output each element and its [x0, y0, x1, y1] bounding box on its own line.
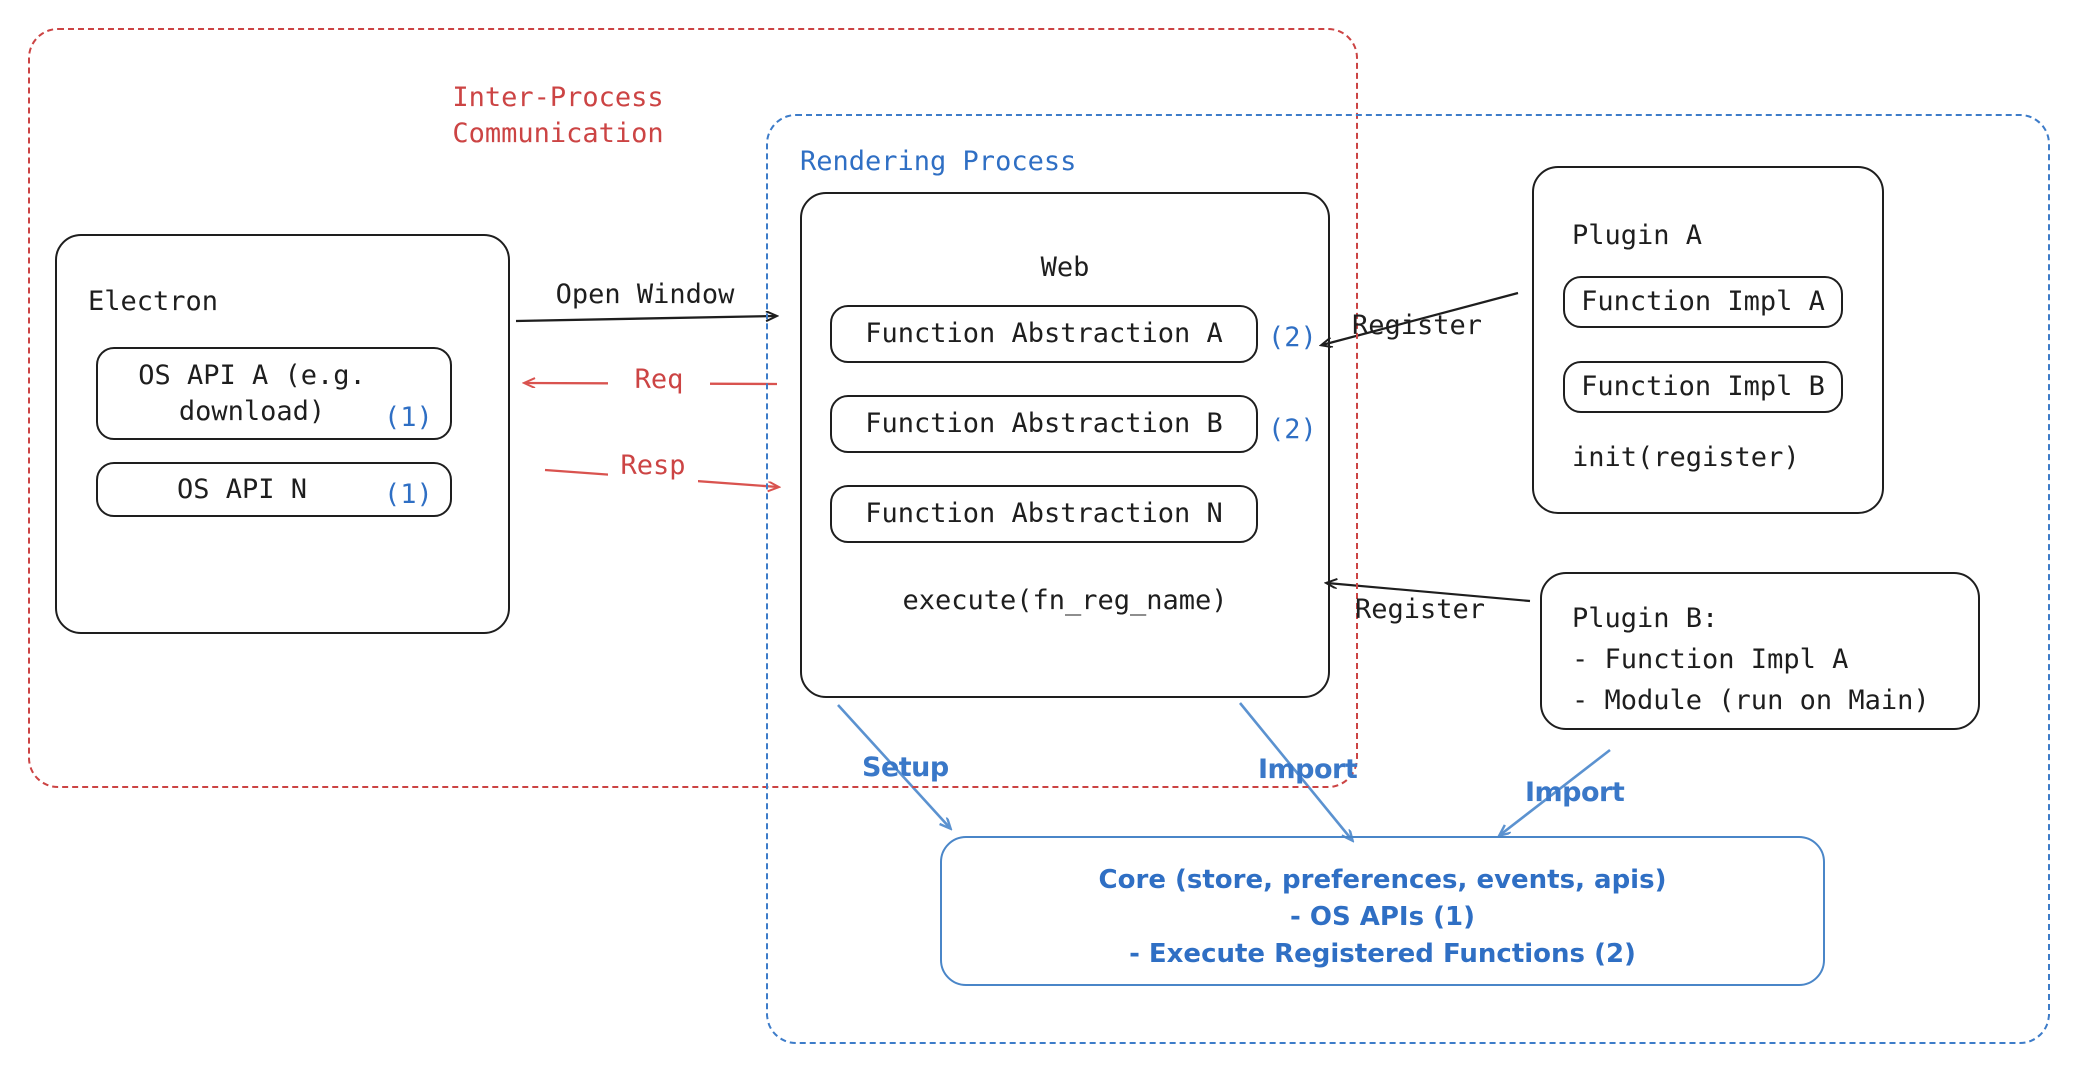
web-box[interactable]	[800, 192, 1330, 698]
os-api-n-label: OS API N	[176, 473, 308, 505]
rendering-process-label: Rendering Process	[800, 146, 1077, 177]
edge-label-import-web: Import	[1258, 754, 1358, 785]
function-abstraction-b-label: Function Abstraction B	[865, 408, 1223, 440]
plugin-b-lines: Plugin B: - Function Impl A - Module (ru…	[1572, 603, 1930, 717]
edge-label-resp: Resp	[608, 448, 698, 484]
ipc-container	[28, 28, 1358, 788]
web-footer: execute(fn_reg_name)	[902, 585, 1228, 616]
function-abstraction-b-tag: (2)	[1268, 414, 1317, 445]
edge-label-setup: Setup	[862, 752, 949, 783]
function-impl-b-box[interactable]: Function Impl B	[1563, 361, 1843, 413]
web-title: Web	[1040, 252, 1090, 283]
function-impl-a-label: Function Impl A	[1581, 286, 1825, 318]
core-lines: Core (store, preferences, events, apis) …	[1098, 865, 1667, 969]
edge-label-register-b: Register	[1355, 594, 1486, 625]
os-api-a-label: OS API A (e.g. download)	[138, 359, 366, 427]
function-abstraction-n-label: Function Abstraction N	[865, 498, 1223, 530]
edge-label-register-a: Register	[1352, 310, 1483, 341]
function-abstraction-b-box[interactable]: Function Abstraction B	[830, 395, 1258, 453]
electron-title: Electron	[88, 286, 219, 317]
function-abstraction-a-box[interactable]: Function Abstraction A	[830, 305, 1258, 363]
function-abstraction-n-box[interactable]: Function Abstraction N	[830, 485, 1258, 543]
edge-label-import-plugin: Import	[1525, 777, 1625, 808]
function-abstraction-a-tag: (2)	[1268, 322, 1317, 353]
plugin-a-footer: init(register)	[1572, 442, 1800, 473]
os-api-a-tag: (1)	[384, 402, 433, 433]
plugin-b-box[interactable]	[1540, 572, 1980, 730]
plugin-a-box[interactable]	[1532, 166, 1884, 514]
edge-label-open-window: Open Window	[555, 279, 735, 310]
os-api-a-box[interactable]: OS API A (e.g. download)	[96, 347, 452, 440]
edge-label-req: Req	[608, 362, 710, 398]
electron-box[interactable]	[55, 234, 510, 634]
function-impl-a-box[interactable]: Function Impl A	[1563, 276, 1843, 328]
os-api-n-box[interactable]: OS API N	[96, 462, 452, 517]
ipc-container-label: Inter-Process Communication	[452, 82, 664, 149]
os-api-n-tag: (1)	[384, 479, 433, 510]
plugin-a-title: Plugin A	[1572, 220, 1703, 251]
rendering-process-container	[766, 114, 2050, 1044]
function-impl-b-label: Function Impl B	[1581, 371, 1825, 403]
core-box[interactable]	[940, 836, 1825, 986]
function-abstraction-a-label: Function Abstraction A	[865, 318, 1223, 350]
